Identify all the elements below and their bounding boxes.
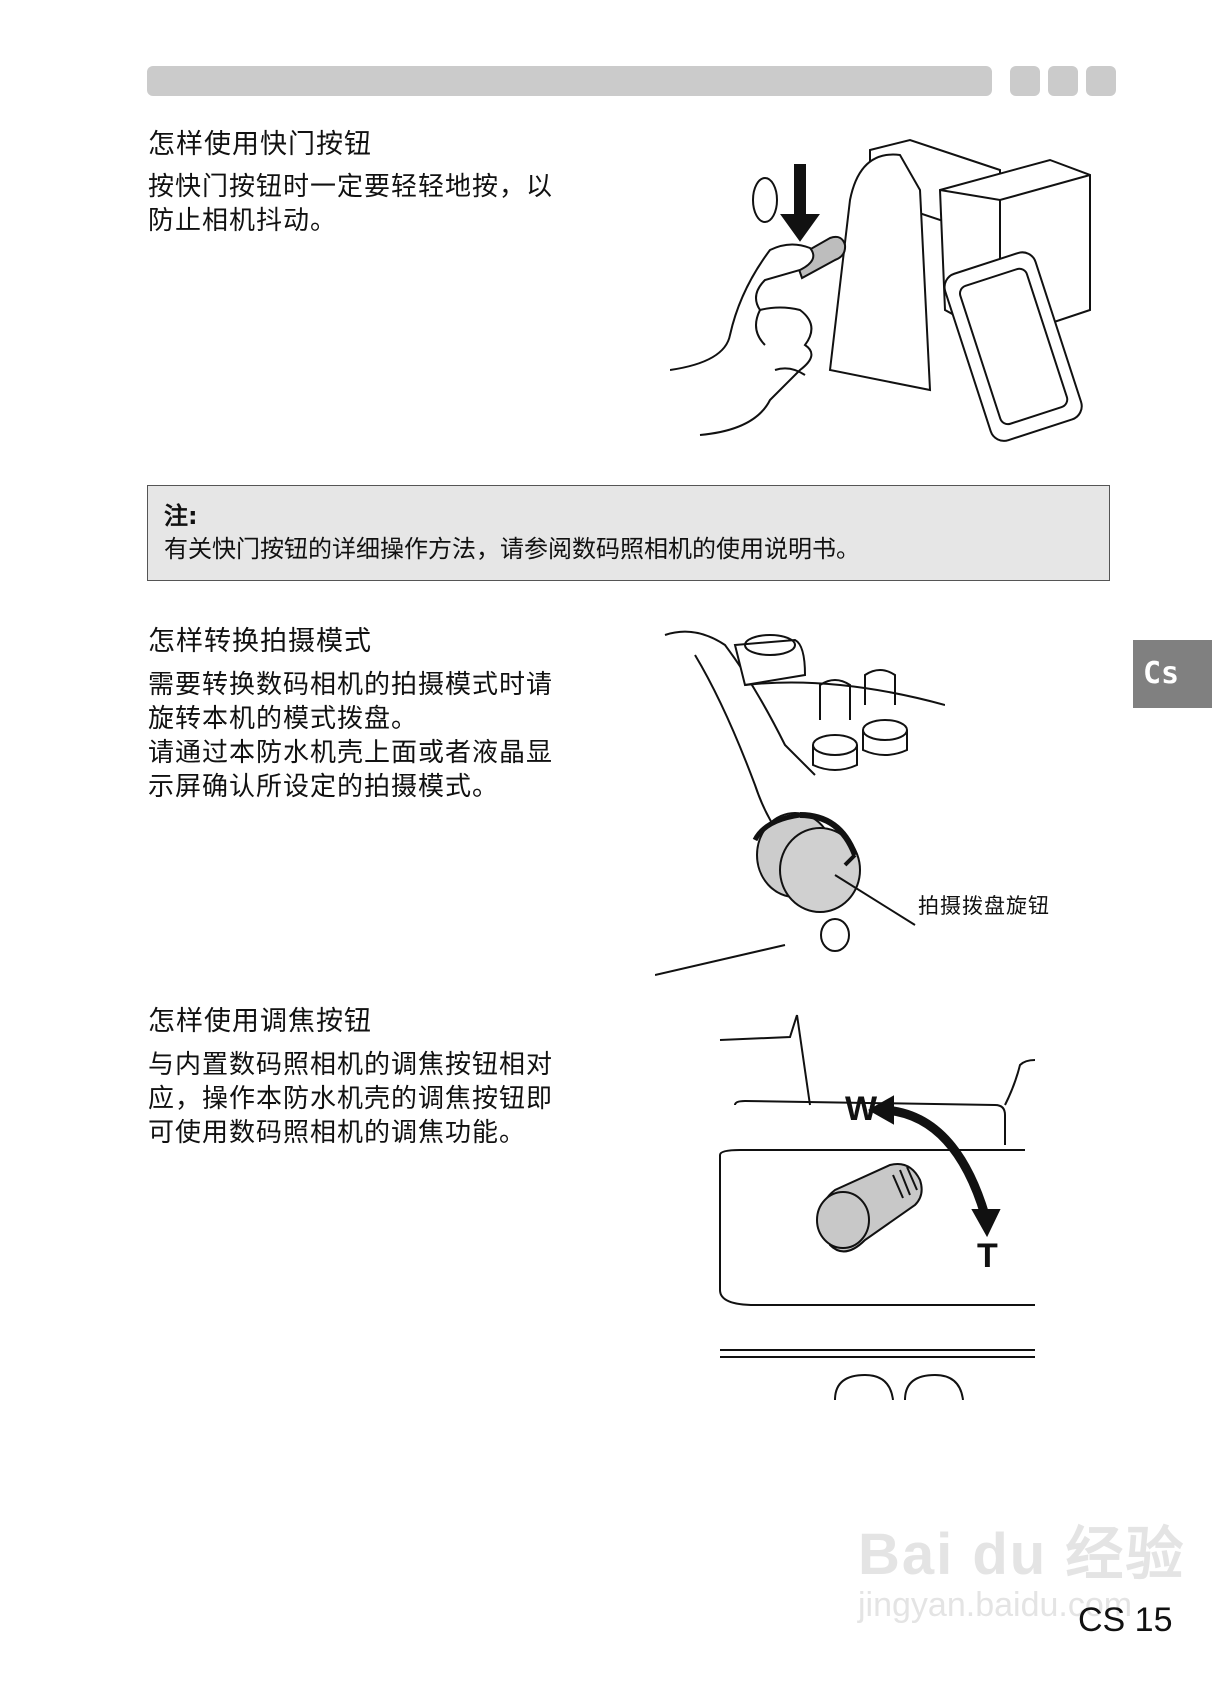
header-square-2 bbox=[1048, 66, 1078, 96]
watermark-url: jingyan.baidu.com bbox=[858, 1586, 1133, 1624]
body-line: 可使用数码照相机的调焦功能。 bbox=[148, 1118, 527, 1148]
baidu-watermark: Bai du 经验 jingyan.baidu.com bbox=[858, 1525, 1185, 1625]
header-square-3 bbox=[1086, 66, 1116, 96]
note-box: 注: 有关快门按钮的详细操作方法，请参阅数码照相机的使用说明书。 bbox=[147, 485, 1110, 581]
body-line: 应，操作本防水机壳的调焦按钮即 bbox=[148, 1084, 554, 1114]
mode-dial-illustration bbox=[655, 630, 945, 976]
body-line: 示屏确认所设定的拍摄模式。 bbox=[148, 772, 500, 802]
section-heading-shutter: 怎样使用快门按钮 bbox=[148, 129, 372, 160]
body-line: 请通过本防水机壳上面或者液晶显 bbox=[148, 738, 554, 768]
hand-pressing-shutter-illustration bbox=[670, 138, 1091, 442]
watermark-logo: Bai du 经验 bbox=[858, 1522, 1186, 1587]
section-body-zoom: 与内置数码照相机的调焦按钮相对 应，操作本防水机壳的调焦按钮即 可使用数码照相机… bbox=[148, 1048, 608, 1150]
wide-label: W bbox=[845, 1090, 878, 1128]
page-number: CS 15 bbox=[1078, 1601, 1173, 1639]
body-line: 按快门按钮时一定要轻轻地按，以 bbox=[148, 172, 554, 202]
header-square-1 bbox=[1010, 66, 1040, 96]
zoom-lever-illustration: W T bbox=[719, 1014, 1035, 1400]
body-line: 与内置数码照相机的调焦按钮相对 bbox=[148, 1050, 554, 1080]
note-title: 注: bbox=[164, 502, 198, 530]
dial-caption: 拍摄拨盘旋钮 bbox=[918, 894, 1050, 918]
header-bar bbox=[147, 66, 992, 96]
tele-label: T bbox=[977, 1237, 998, 1275]
section-heading-zoom: 怎样使用调焦按钮 bbox=[148, 1006, 372, 1037]
body-line: 防止相机抖动。 bbox=[148, 206, 338, 236]
section-body-mode: 需要转换数码相机的拍摄模式时请 旋转本机的模式拨盘。 请通过本防水机壳上面或者液… bbox=[148, 668, 608, 804]
section-heading-mode: 怎样转换拍摄模式 bbox=[148, 626, 372, 657]
note-text: 有关快门按钮的详细操作方法，请参阅数码照相机的使用说明书。 bbox=[164, 535, 860, 563]
section-body-shutter: 按快门按钮时一定要轻轻地按，以 防止相机抖动。 bbox=[148, 170, 608, 238]
body-line: 旋转本机的模式拨盘。 bbox=[148, 704, 419, 734]
language-side-tab: Cs bbox=[1133, 640, 1212, 708]
body-line: 需要转换数码相机的拍摄模式时请 bbox=[148, 670, 554, 700]
